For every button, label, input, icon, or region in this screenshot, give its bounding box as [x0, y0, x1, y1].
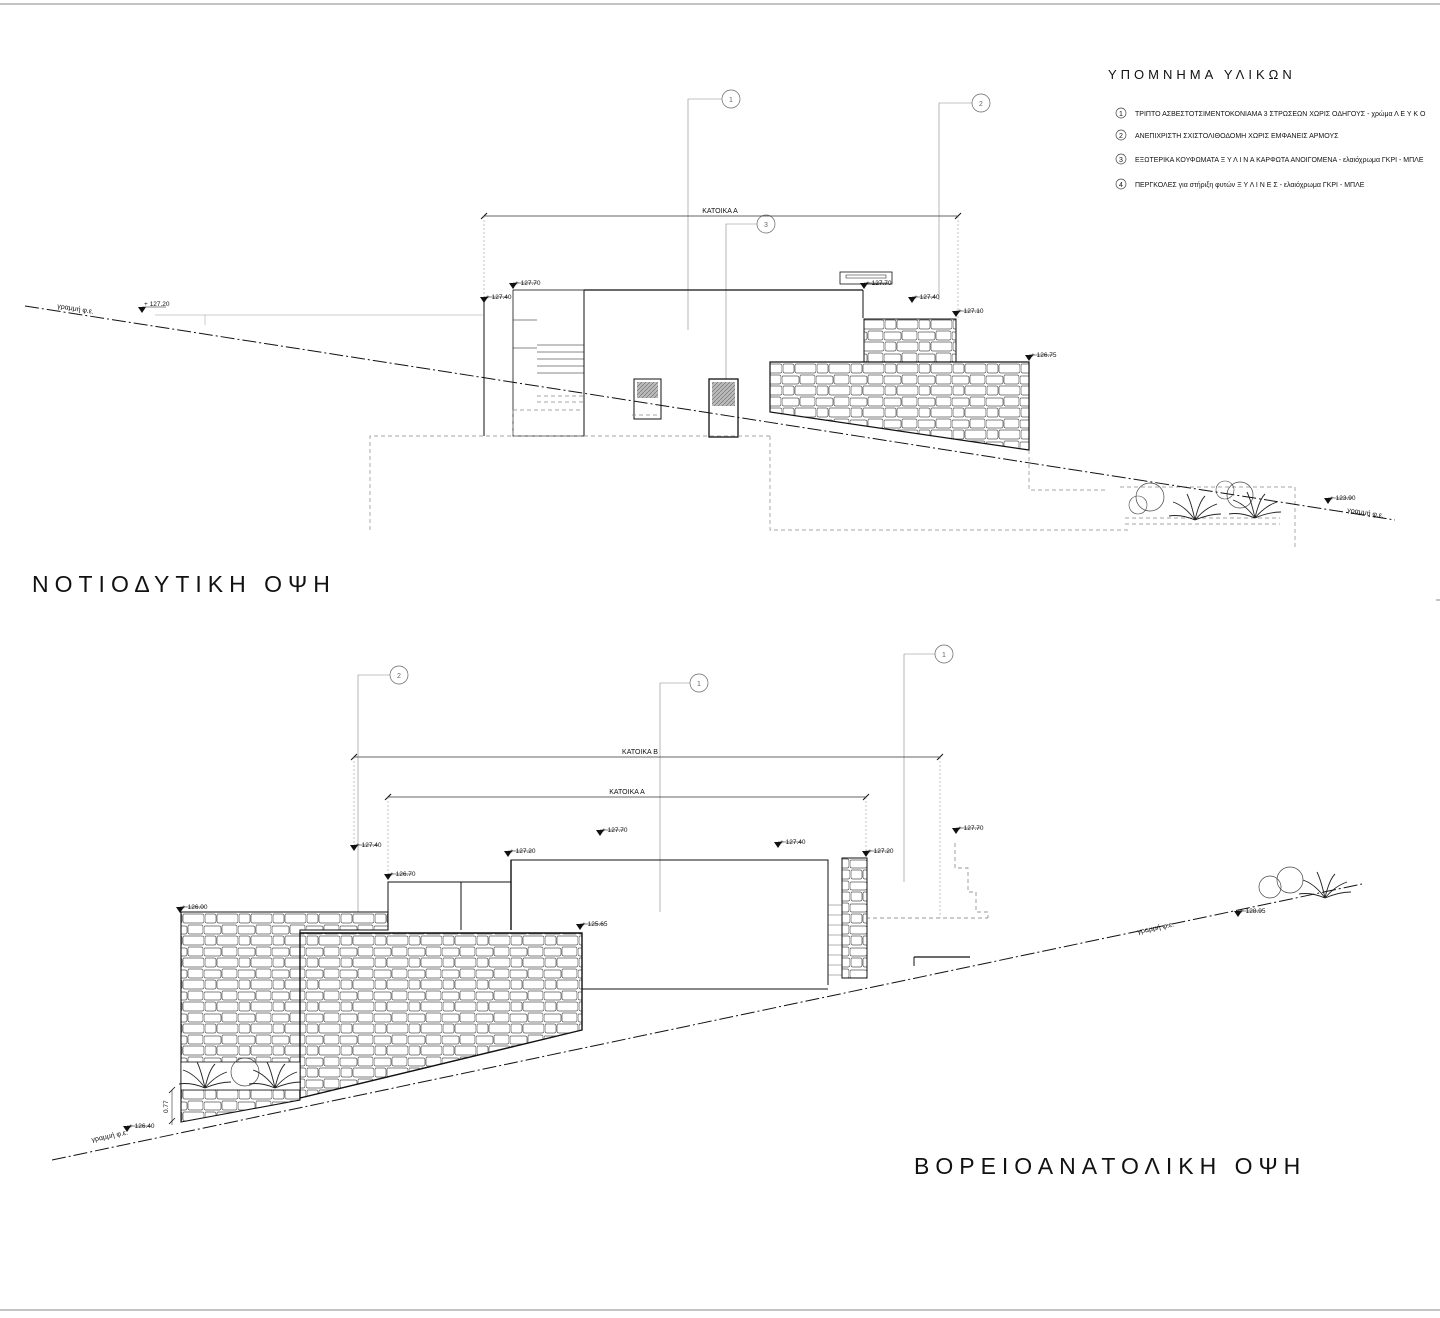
level-marker: + 127.70: [596, 827, 628, 836]
svg-text:+ 127.20: + 127.20: [144, 301, 170, 308]
material-bubble: 1: [721, 89, 741, 109]
shrub-group: [178, 1057, 302, 1089]
southwest-elevation-title: ΝΟΤΙΟΔΥΤΙΚΗ ΟΨΗ: [32, 571, 336, 597]
svg-text:+ 127.70: + 127.70: [515, 280, 541, 287]
level-marker: + 127.40: [350, 842, 382, 851]
legend-item: 3 ΕΞΩΤΕΡΙΚΑ ΚΟΥΦΩΜΑΤΑ Ξ Υ Λ Ι Ν Α ΚΑΡΦΩΤ…: [1115, 153, 1424, 165]
legend-item-text: ΕΞΩΤΕΡΙΚΑ ΚΟΥΦΩΜΑΤΑ Ξ Υ Λ Ι Ν Α ΚΑΡΦΩΤΑ …: [1135, 156, 1424, 164]
legend-item-number: 2: [1119, 133, 1123, 140]
ground-line: [51, 883, 1363, 1161]
shrub-group: [1128, 480, 1282, 521]
ground-line-label: γραμμή φ.ε.: [1347, 507, 1385, 520]
level-marker: + 126.00: [176, 904, 208, 913]
northeast-elevation: 2 1 1 ΚΑΤΟΙΚΑ Β ΚΑΤΟΙΚΑ Α: [51, 644, 1363, 1179]
stone-wall: [769, 361, 1030, 451]
svg-text:+ 126.75: + 126.75: [1031, 352, 1057, 359]
svg-text:+ 127.10: + 127.10: [958, 308, 984, 315]
ground-line: [24, 305, 1396, 521]
svg-text:0.77: 0.77: [163, 1100, 170, 1113]
svg-text:+ 127.70: + 127.70: [602, 827, 628, 834]
svg-text:+ 123.90: + 123.90: [1330, 495, 1356, 502]
svg-text:1: 1: [729, 97, 733, 104]
svg-text:+ 126.00: + 126.00: [182, 904, 208, 911]
svg-text:1: 1: [942, 652, 946, 659]
level-marker: + 126.75: [1025, 352, 1057, 361]
svg-text:3: 3: [764, 222, 768, 229]
svg-text:+ 127.20: + 127.20: [868, 848, 894, 855]
material-bubble: 2: [389, 665, 409, 685]
stone-wall: [299, 932, 583, 1099]
level-marker: + 127.40: [774, 839, 806, 848]
material-bubble: 1: [934, 644, 954, 664]
svg-text:+ 127.40: + 127.40: [486, 294, 512, 301]
svg-text:+ 127.70: + 127.70: [958, 825, 984, 832]
southwest-elevation: 1 2 3 ΚΑΤΟΙΚΑ Α: [24, 89, 1396, 597]
dimension-line: ΚΑΤΟΙΚΑ Α: [480, 208, 962, 320]
svg-text:+ 126.70: + 126.70: [390, 871, 416, 878]
level-marker: + 127.40: [908, 294, 940, 303]
level-marker: + 126.40: [123, 1123, 155, 1132]
legend-item-number: 3: [1119, 157, 1123, 164]
svg-text:+ 127.40: + 127.40: [914, 294, 940, 301]
svg-text:+ 126.40: + 126.40: [129, 1123, 155, 1130]
legend-item-number: 1: [1119, 111, 1123, 118]
svg-text:γραμμή φ.ε.: γραμμή φ.ε.: [1137, 921, 1175, 936]
legend-title: ΥΠΟΜΝΗΜΑ ΥΛΙΚΩΝ: [1108, 67, 1296, 82]
level-marker: + 127.70: [952, 825, 984, 834]
level-marker: + 126.70: [384, 871, 416, 880]
material-bubble: 2: [971, 93, 991, 113]
level-marker: + 127.20: [862, 848, 894, 857]
level-marker: + 127.20: [504, 848, 536, 857]
svg-text:+ 125.65: + 125.65: [582, 921, 608, 928]
legend-item: 4 ΠΕΡΓΚΟΛΕΣ για στήριξη φυτών Ξ Υ Λ Ι Ν …: [1115, 178, 1365, 190]
materials-legend: ΥΠΟΜΝΗΜΑ ΥΛΙΚΩΝ 1 ΤΡΙΠΤΟ ΑΣΒΕΣΤΟΤΣΙΜΕΝΤΟ…: [1108, 67, 1426, 190]
level-marker: + 127.20: [138, 301, 170, 313]
level-marker: + 128.95: [1234, 908, 1266, 917]
legend-item-text: ΠΕΡΓΚΟΛΕΣ για στήριξη φυτών Ξ Υ Λ Ι Ν Ε …: [1135, 181, 1365, 189]
dimension-line: ΚΑΤΟΙΚΑ Β: [350, 749, 944, 918]
northeast-elevation-title: ΒΟΡΕΙΟΑΝΑΤΟΛΙΚΗ ΟΨΗ: [914, 1153, 1306, 1179]
level-marker: + 123.90: [1324, 495, 1356, 504]
material-bubble: 1: [689, 673, 709, 693]
level-marker: + 127.10: [952, 308, 984, 317]
shrub-group: [1258, 866, 1352, 899]
svg-text:+ 127.40: + 127.40: [356, 842, 382, 849]
level-marker: + 127.70: [509, 280, 541, 289]
level-marker: + 125.65: [576, 921, 608, 930]
svg-text:2: 2: [397, 673, 401, 680]
svg-text:1: 1: [697, 681, 701, 688]
level-marker: + 127.40: [480, 294, 512, 303]
dimension-label: ΚΑΤΟΙΚΑ Α: [702, 208, 738, 215]
material-bubble: 3: [756, 214, 776, 234]
svg-text:γραμμή φ.ε.: γραμμή φ.ε.: [91, 1129, 129, 1144]
svg-text:+ 128.95: + 128.95: [1240, 908, 1266, 915]
legend-item: 2 ΑΝΕΠΙΧΡΙΣΤΗ ΣΧΙΣΤΟΛΙΘΟΔΟΜΗ ΧΩΡΙΣ ΕΜΦΑΝ…: [1115, 129, 1339, 141]
stone-wall: [841, 857, 868, 979]
svg-text:2: 2: [979, 101, 983, 108]
legend-item: 1 ΤΡΙΠΤΟ ΑΣΒΕΣΤΟΤΣΙΜΕΝΤΟΚΟΝΙΑΜΑ 3 ΣΤΡΩΣΕ…: [1115, 107, 1426, 119]
svg-text:+ 127.40: + 127.40: [780, 839, 806, 846]
legend-item-number: 4: [1119, 182, 1123, 189]
legend-item-text: ΤΡΙΠΤΟ ΑΣΒΕΣΤΟΤΣΙΜΕΝΤΟΚΟΝΙΑΜΑ 3 ΣΤΡΩΣΕΩΝ…: [1135, 110, 1426, 118]
level-marker: + 127.70: [860, 280, 892, 289]
legend-item-text: ΑΝΕΠΙΧΡΙΣΤΗ ΣΧΙΣΤΟΛΙΘΟΔΟΜΗ ΧΩΡΙΣ ΕΜΦΑΝΕΙ…: [1135, 133, 1339, 140]
stone-wall: [863, 318, 957, 363]
svg-text:ΚΑΤΟΙΚΑ Α: ΚΑΤΟΙΚΑ Α: [609, 789, 645, 796]
svg-text:+ 127.70: + 127.70: [866, 280, 892, 287]
svg-text:ΚΑΤΟΙΚΑ Β: ΚΑΤΟΙΚΑ Β: [622, 749, 658, 756]
svg-text:+ 127.20: + 127.20: [510, 848, 536, 855]
dimension-line: ΚΑΤΟΙΚΑ Α: [384, 789, 870, 878]
